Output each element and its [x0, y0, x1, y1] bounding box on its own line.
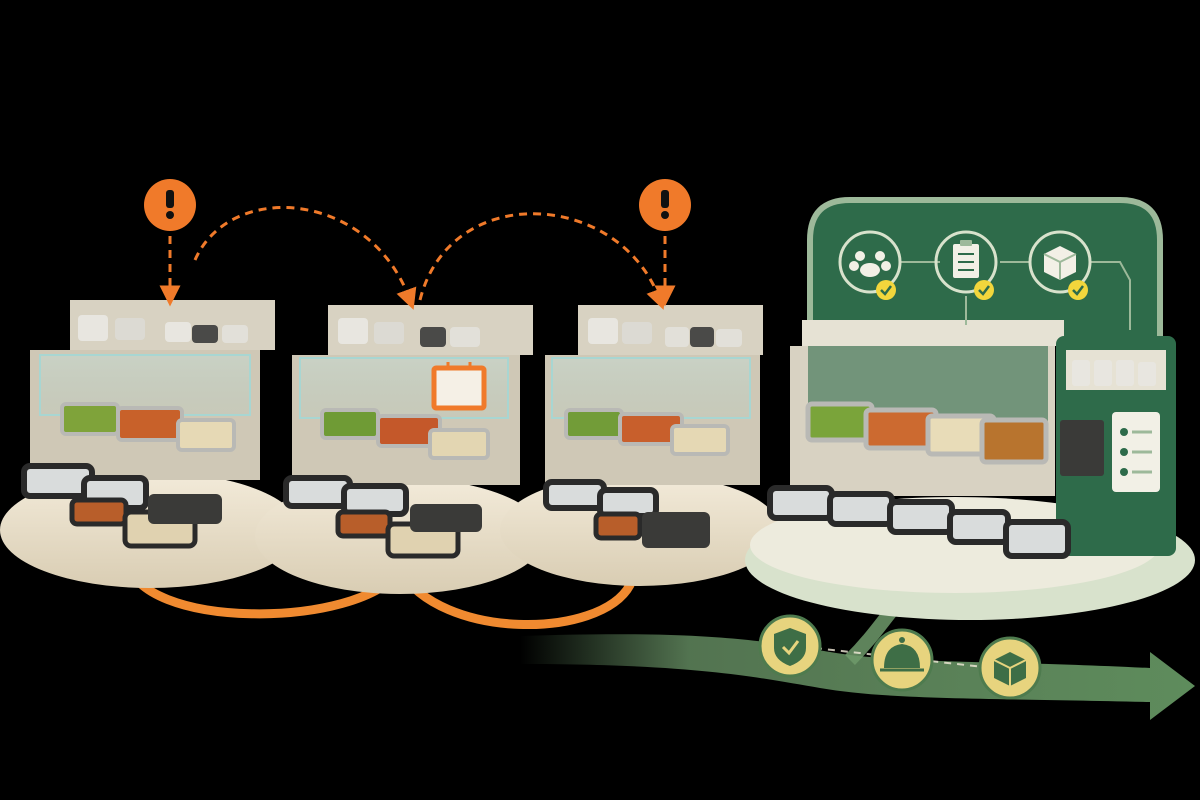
exclamation-icon — [639, 179, 691, 231]
food-cloche-icon — [870, 628, 934, 692]
check-badge-icon — [1068, 280, 1088, 300]
check-badge-icon — [974, 280, 994, 300]
side-cabinet — [1056, 336, 1176, 556]
package-box-icon — [1028, 230, 1092, 294]
food-trays — [320, 408, 490, 460]
takeout-containers — [543, 479, 710, 548]
green-panel-icons — [838, 230, 1131, 330]
exclamation-icon — [144, 179, 196, 231]
check-badge-icon — [876, 280, 896, 300]
plate-stacks — [78, 315, 248, 343]
station-3 — [500, 305, 780, 586]
food-trays — [564, 408, 730, 456]
food-trays — [60, 402, 236, 452]
box-icon — [978, 636, 1042, 700]
food-trays — [805, 401, 1049, 465]
clipboard-checklist-icon — [934, 230, 998, 294]
takeout-containers — [283, 475, 482, 559]
warning-sign — [431, 362, 487, 411]
plate-stacks — [338, 318, 480, 347]
station-1 — [0, 300, 300, 588]
takeout-containers-row — [767, 485, 1071, 559]
station-4-organized — [745, 197, 1195, 620]
plate-stacks — [588, 318, 742, 347]
process-flow-arrow — [520, 595, 1195, 720]
station-2 — [255, 305, 545, 594]
allergen-icon — [838, 230, 902, 294]
shield-check-icon — [758, 614, 822, 678]
takeout-containers — [21, 463, 222, 549]
problem-dashed-arrows — [159, 206, 676, 310]
